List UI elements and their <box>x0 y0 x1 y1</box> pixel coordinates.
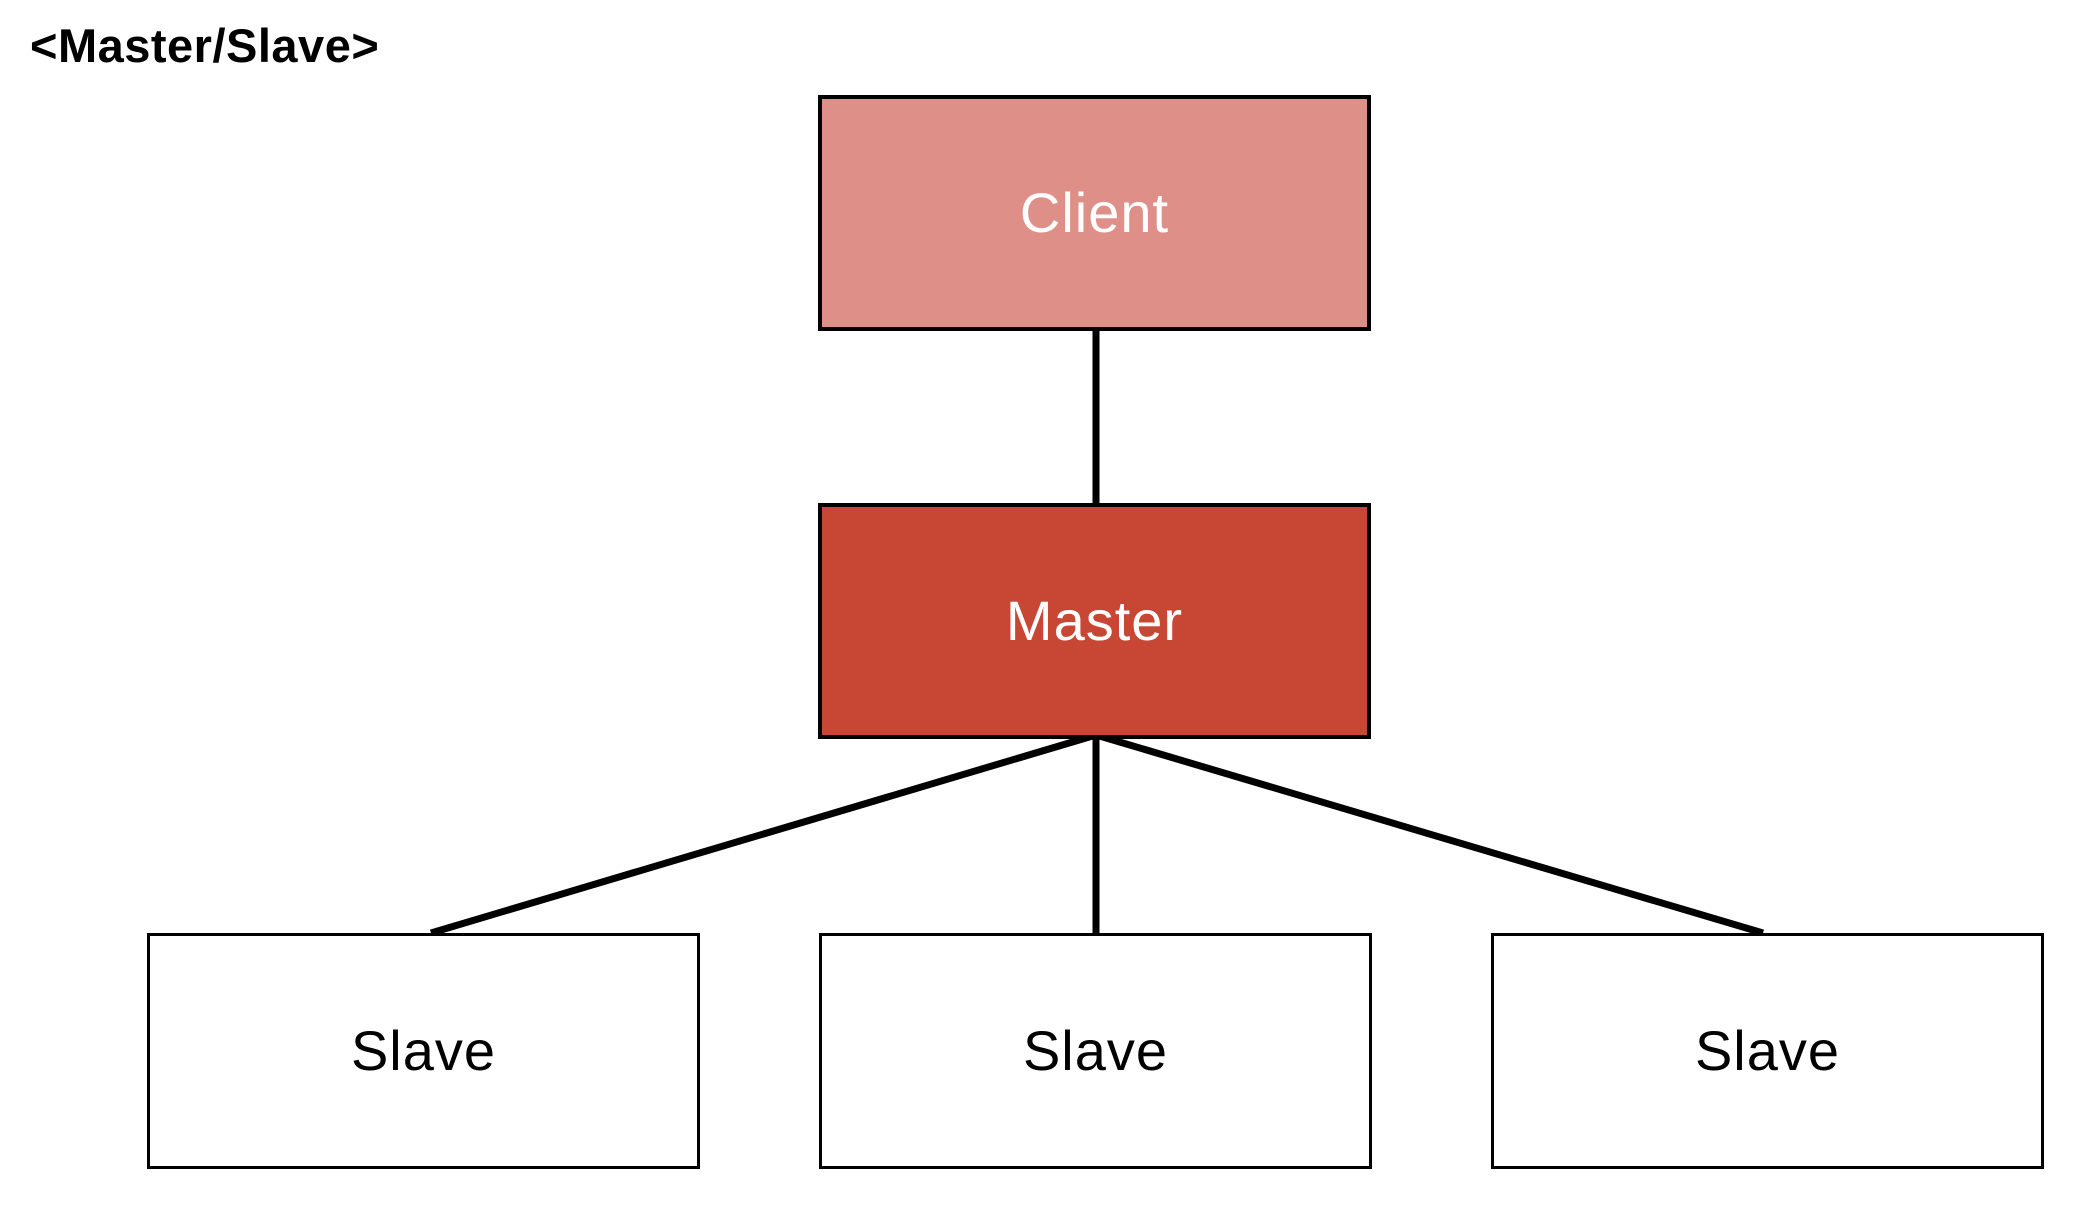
node-slave-3-label: Slave <box>1694 1019 1841 1082</box>
node-slave-2: Slave <box>819 933 1372 1169</box>
node-client: Client <box>818 95 1371 331</box>
node-slave-2-label: Slave <box>1022 1019 1169 1082</box>
edge-master-slave1 <box>430 731 1097 937</box>
node-slave-3: Slave <box>1491 933 2044 1169</box>
node-slave-1-label: Slave <box>350 1019 497 1082</box>
node-client-label: Client <box>1019 181 1170 244</box>
node-slave-1: Slave <box>147 933 700 1169</box>
edge-master-slave3 <box>1095 731 1764 937</box>
node-master-label: Master <box>1005 589 1184 652</box>
diagram-title: <Master/Slave> <box>30 19 380 72</box>
node-master: Master <box>818 503 1371 739</box>
